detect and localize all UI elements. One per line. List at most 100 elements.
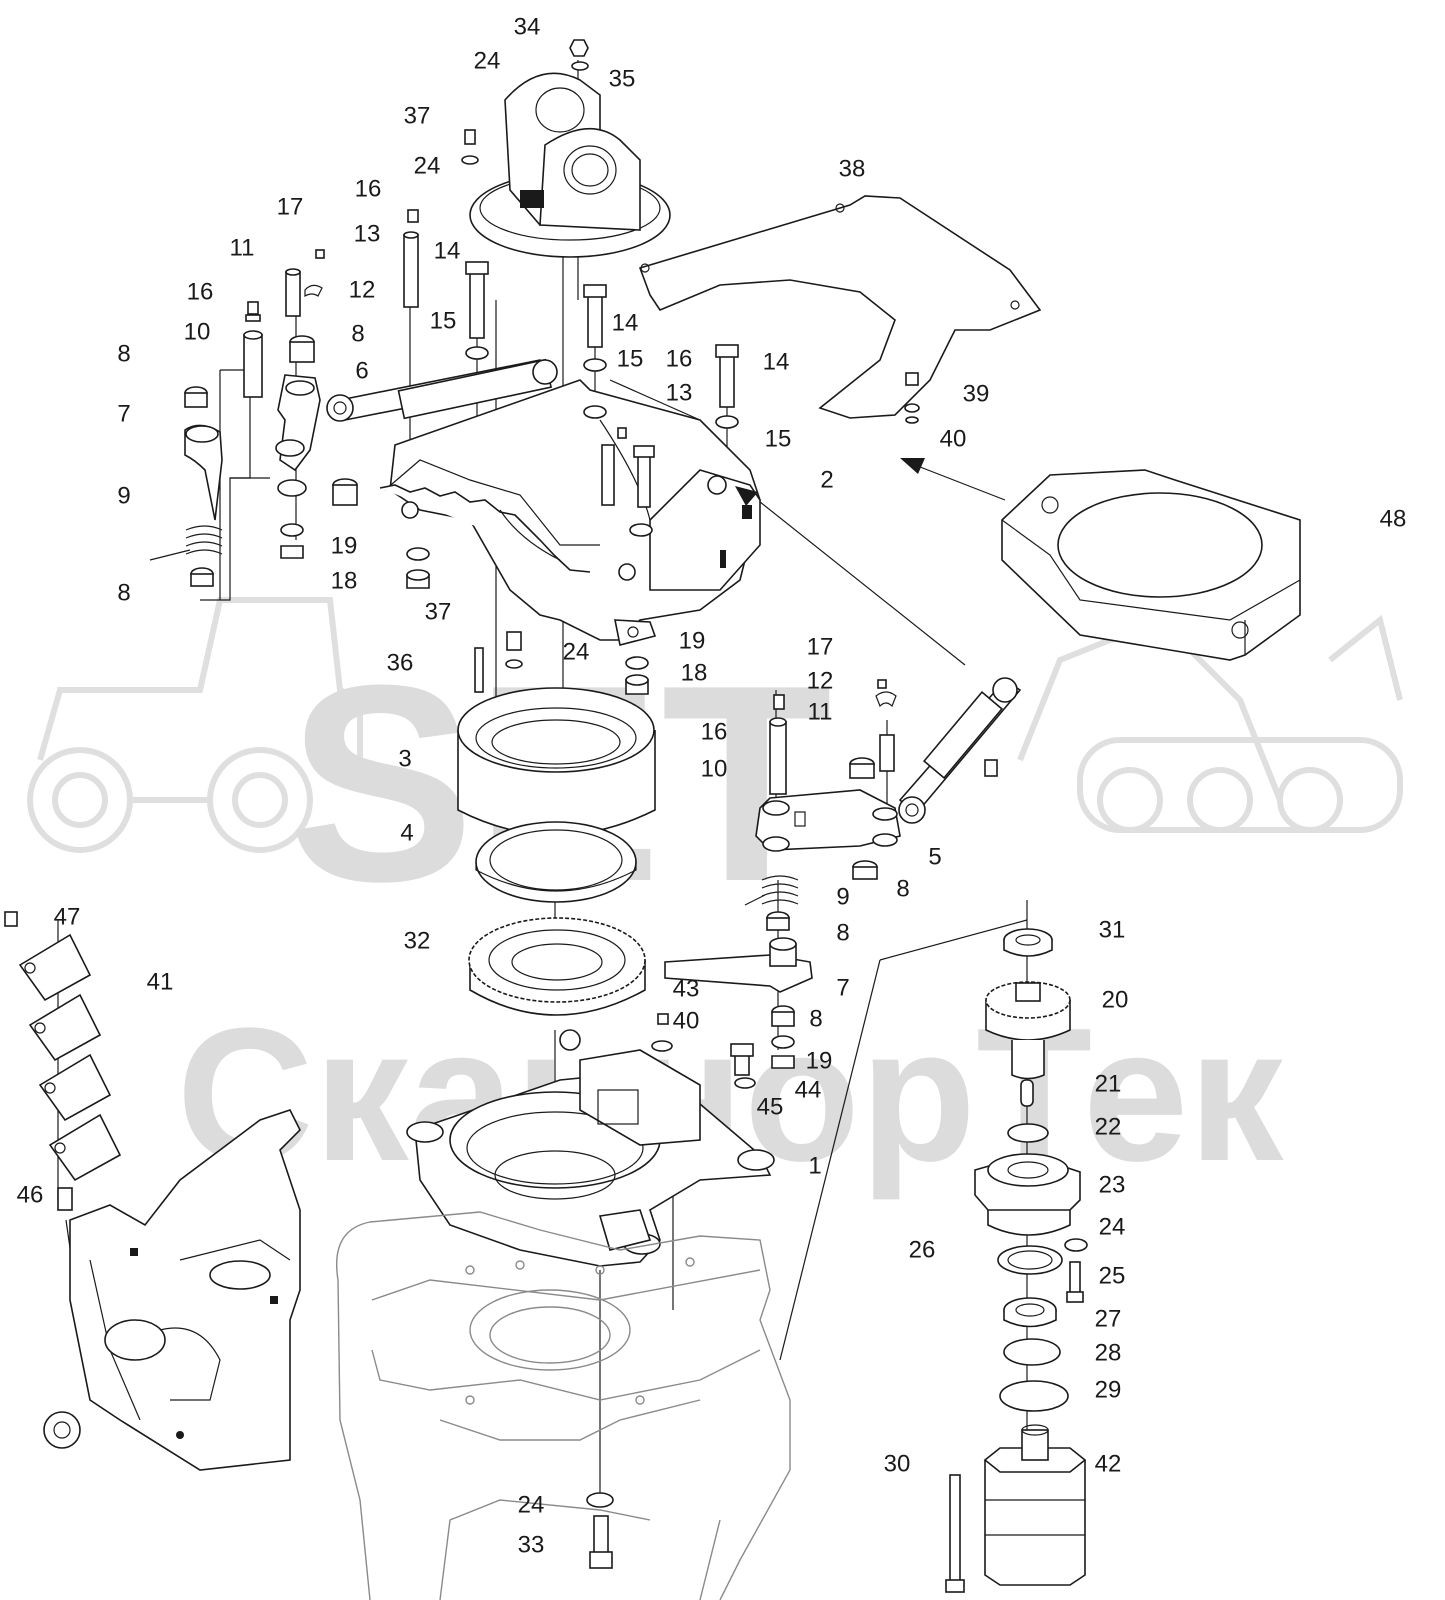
washer-19-nut-18-left [280, 523, 430, 589]
callout-c46: 46 [17, 1181, 44, 1208]
watermark-tractor-left-icon [27, 597, 363, 853]
callout-c12a: 12 [349, 276, 376, 303]
callout-c19c: 19 [806, 1047, 833, 1074]
watermark: SET СканнорТек [27, 597, 1403, 1201]
ring-gear-32 [468, 917, 646, 1016]
callout-c19b: 19 [679, 627, 706, 654]
callout-c28: 28 [1095, 1339, 1122, 1366]
callout-c16a: 16 [355, 175, 382, 202]
callout-c18b: 18 [681, 659, 708, 686]
grease-fitting-16-right [773, 694, 785, 710]
callout-c8a: 8 [351, 320, 364, 347]
callout-c9b: 9 [836, 883, 849, 910]
callout-c8b: 8 [117, 340, 130, 367]
callout-c42: 42 [1095, 1450, 1122, 1477]
grease-fitting-16-frame [617, 427, 627, 439]
pin-11-right [879, 734, 895, 772]
callout-c13a: 13 [354, 220, 381, 247]
callout-c16d: 16 [701, 718, 728, 745]
bearing-31 [1003, 928, 1053, 957]
callout-c10b: 10 [701, 755, 728, 782]
bolt-30 [945, 1474, 965, 1593]
callout-c38: 38 [839, 155, 866, 182]
washer-40-cover [904, 403, 920, 424]
assembly-arrow-48 [900, 458, 1006, 501]
washer-19-nut-18-right [625, 656, 649, 695]
seal-26 [997, 1245, 1063, 1275]
callout-c45: 45 [757, 1093, 784, 1120]
washer-45 [734, 1077, 756, 1089]
bolt-33 [589, 1515, 613, 1569]
callout-c18a: 18 [331, 567, 358, 594]
washer-24-top [571, 61, 589, 71]
callout-c8e: 8 [836, 919, 849, 946]
callout-c35: 35 [609, 65, 636, 92]
callout-c24a: 24 [474, 47, 501, 74]
callout-c48: 48 [1380, 505, 1407, 532]
bolt-14-b [583, 284, 607, 348]
locking-lever-5 [755, 789, 901, 852]
callout-c4: 4 [400, 819, 413, 846]
callout-c34: 34 [514, 13, 541, 40]
bushing-8-left [184, 335, 358, 587]
callout-c3: 3 [398, 745, 411, 772]
pin-10-right [769, 717, 787, 795]
callout-c8c: 8 [117, 579, 130, 606]
callout-c43: 43 [673, 975, 700, 1002]
callout-c11a: 11 [230, 234, 255, 261]
washer-19-nut-right-lower [771, 1035, 795, 1069]
callout-c37b: 37 [425, 598, 452, 625]
callout-c14c: 14 [763, 348, 790, 375]
bolt-37-upper [464, 129, 476, 145]
callout-c24c: 24 [563, 638, 590, 665]
bolt-25 [1066, 1261, 1084, 1303]
hydraulic-motor-42 [983, 1424, 1087, 1586]
callout-c12b: 12 [807, 667, 834, 694]
bracket-plates-41 [18, 933, 122, 1182]
gearbox-housing-23 [974, 1153, 1081, 1236]
callout-c10a: 10 [184, 318, 211, 345]
washer-24-upper [461, 155, 479, 165]
washer-40-lower [651, 1040, 673, 1052]
callout-c14a: 14 [434, 237, 461, 264]
chassis-frame-left [43, 1109, 301, 1471]
pin-36 [474, 647, 484, 693]
pin-13-left [403, 231, 419, 308]
callout-c24b: 24 [414, 152, 441, 179]
spring-9-right [744, 875, 799, 906]
callout-c20: 20 [1102, 986, 1129, 1013]
bolt-39 [905, 372, 919, 386]
bolt-43 [657, 1013, 669, 1025]
screw-17-left [315, 249, 325, 259]
locking-lever-6 [275, 374, 321, 497]
cover-plate-38 [638, 195, 1042, 419]
callout-c16b: 16 [187, 278, 214, 305]
callout-c8d: 8 [896, 875, 909, 902]
callout-c32: 32 [404, 927, 431, 954]
snap-ring-22 [1007, 1123, 1049, 1143]
washer-24-drive [1064, 1238, 1088, 1252]
retaining-ring-28 [1003, 1338, 1061, 1366]
callout-c40b: 40 [673, 1007, 700, 1034]
bolt-14-c [715, 344, 739, 408]
hydraulic-cylinder-lower [898, 677, 1022, 824]
screw-17-right [877, 679, 887, 689]
bolt-14-a [465, 261, 489, 339]
callout-c47: 47 [54, 903, 81, 930]
key-21 [1020, 1079, 1034, 1107]
pinion-gear-20 [985, 981, 1071, 1080]
swing-base-1 [406, 1029, 775, 1267]
callout-c13b: 13 [666, 379, 693, 406]
washer-24-middle [505, 659, 523, 669]
seal-ring-4 [475, 821, 637, 903]
callout-c17a: 17 [277, 193, 304, 220]
callout-c9a: 9 [117, 482, 130, 509]
grease-fitting-16-left [245, 301, 261, 322]
bolt-44 [730, 1043, 754, 1076]
callout-c7a: 7 [117, 400, 130, 427]
spring-9-left [149, 525, 223, 561]
bearing-27 [1003, 1297, 1057, 1328]
